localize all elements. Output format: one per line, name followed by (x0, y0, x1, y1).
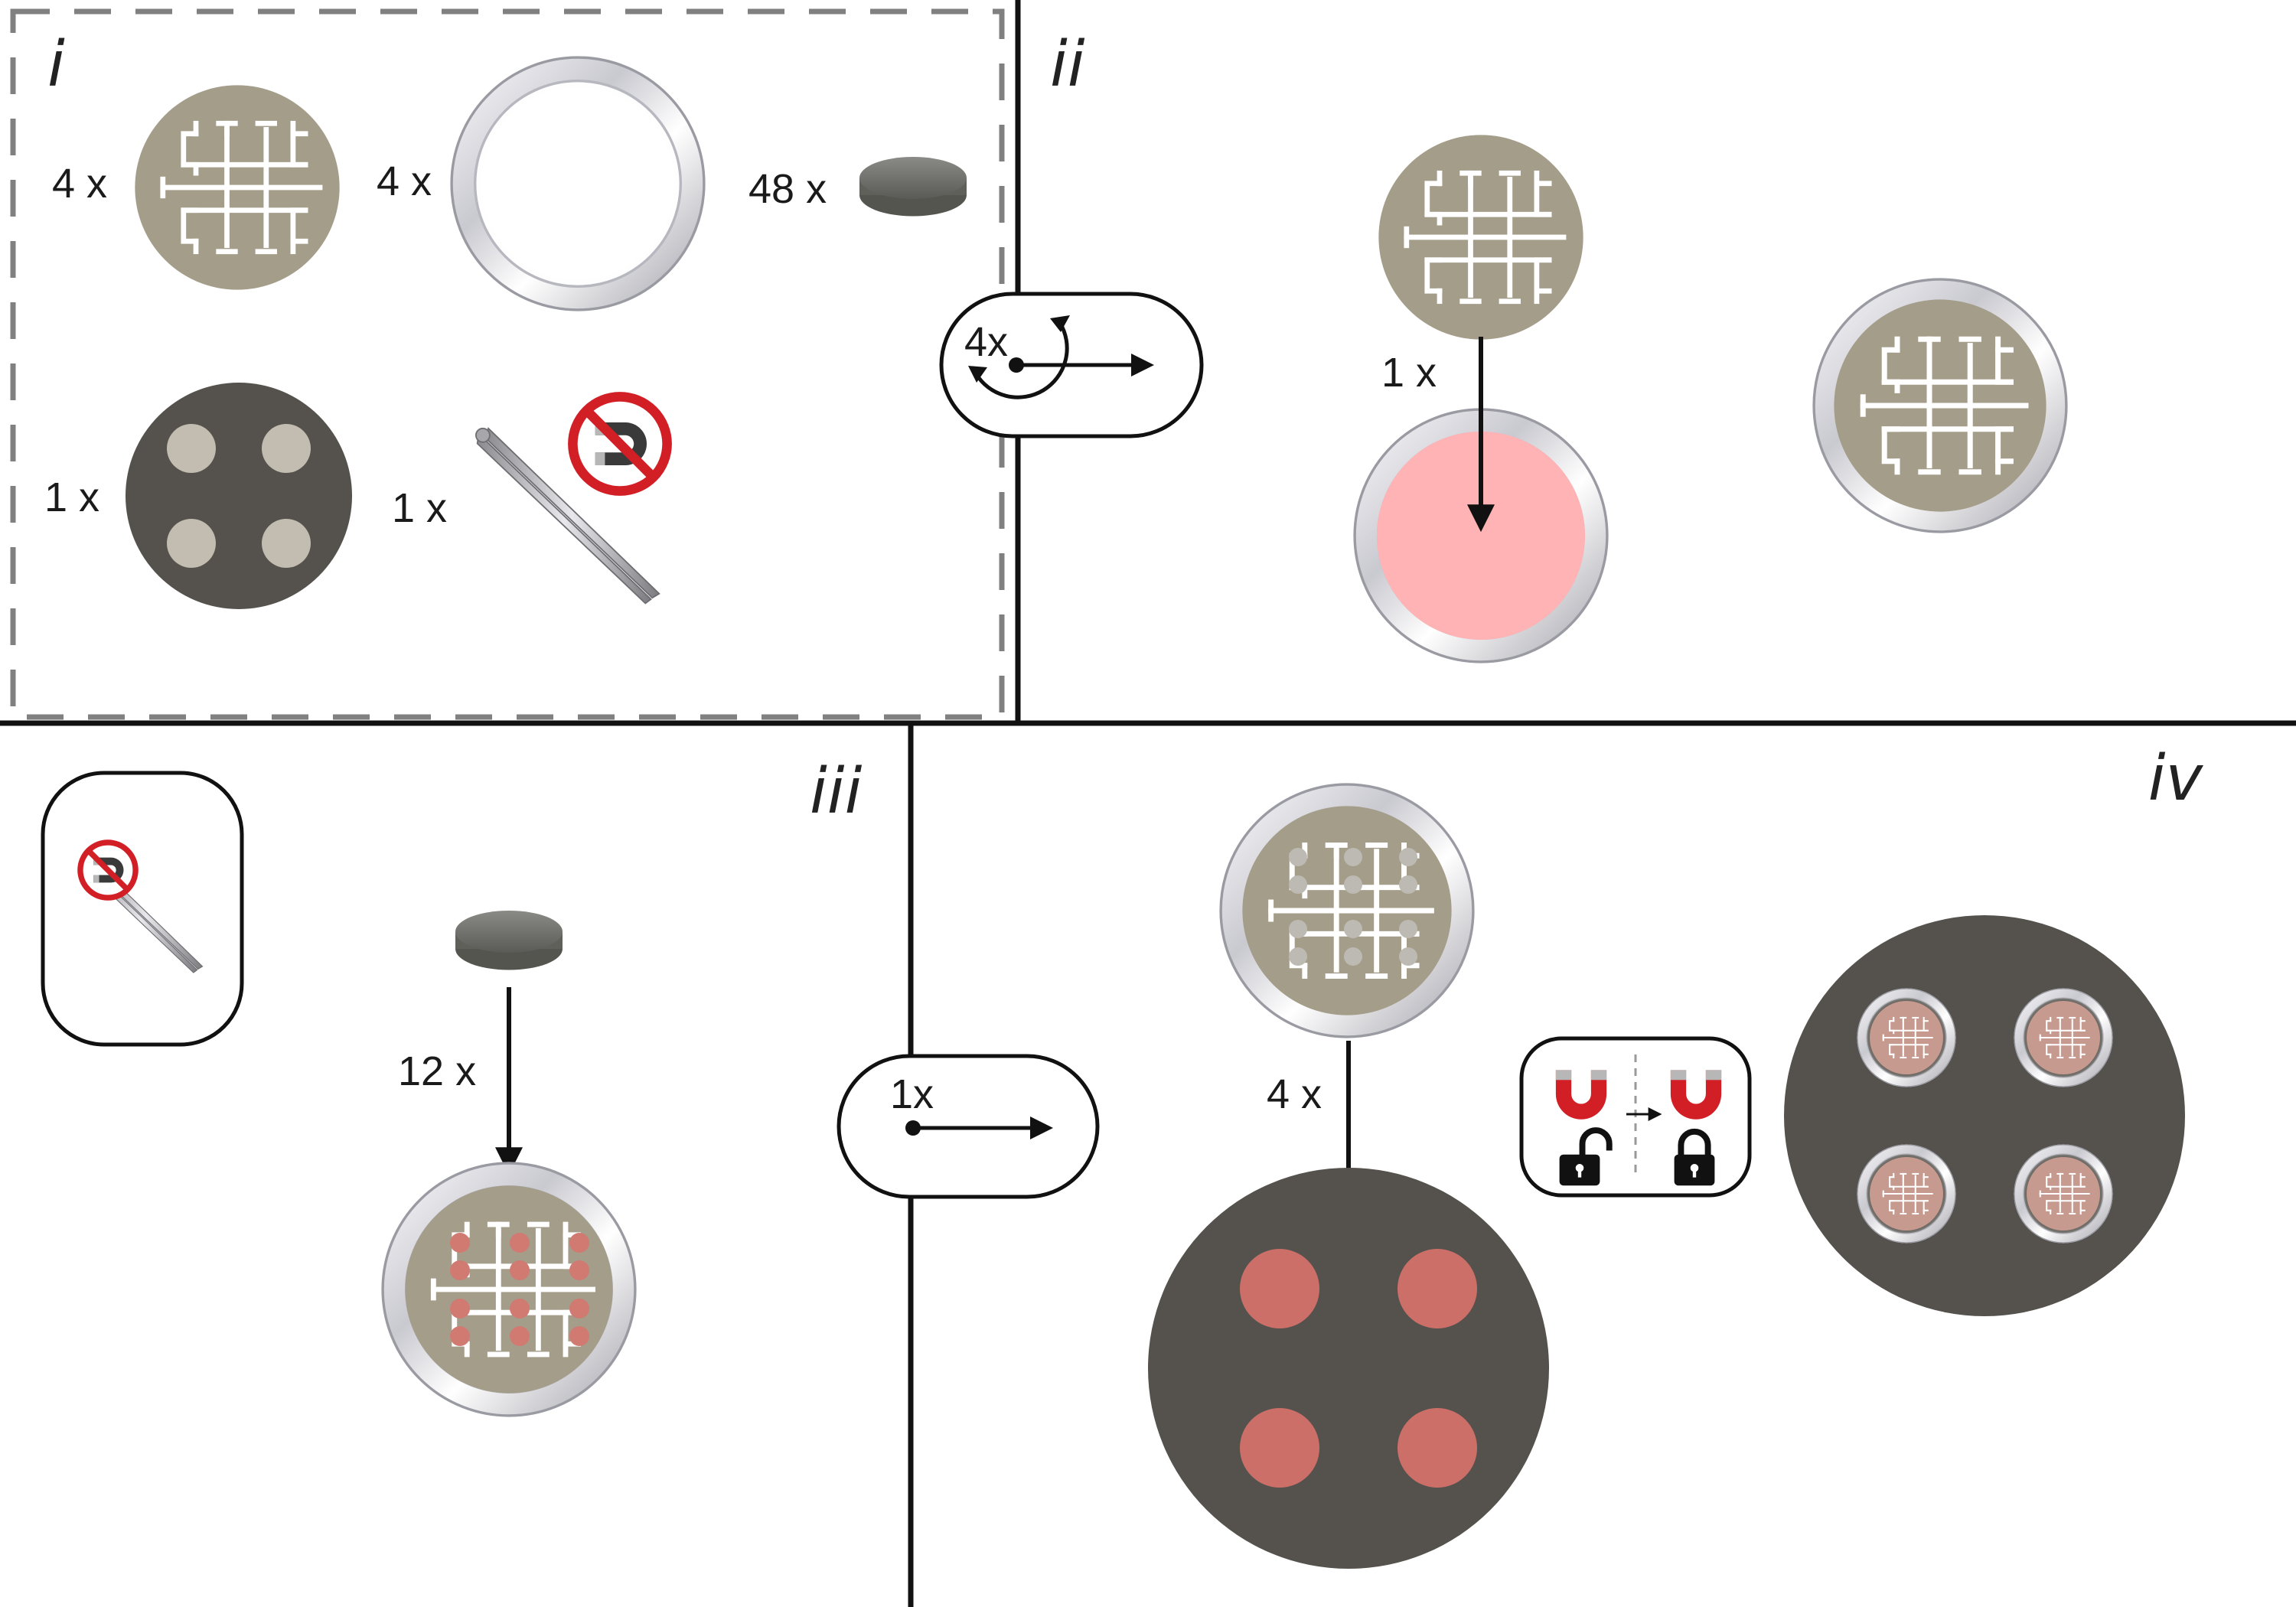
transition-badge-single: 1x (837, 1054, 1100, 1199)
tweezers-count: 1 x (392, 485, 447, 531)
dashed-frame (10, 8, 1005, 720)
magnet-dot (1289, 920, 1307, 938)
magnet-dot (569, 1233, 589, 1253)
repeat-arrow-head-top (1050, 315, 1070, 332)
magnet-dot (1399, 875, 1417, 894)
base-count: 1 x (44, 474, 99, 520)
magnet-count: 48 x (748, 166, 827, 212)
mounted-electrode (1857, 1144, 1955, 1243)
panel-ii: ii 1 x (1050, 28, 2068, 663)
magnet-dot (510, 1260, 530, 1280)
assembled-electrode-ring (1812, 278, 2067, 533)
magnet-dot (569, 1260, 589, 1280)
magnet-dot (569, 1299, 589, 1319)
panel-label-ii: ii (1050, 28, 1085, 101)
magnet-count-iii: 12 x (398, 1048, 476, 1094)
ring-count: 4 x (377, 158, 432, 204)
no-magnet-icon (80, 843, 135, 898)
electrode-count: 4 x (52, 161, 107, 207)
ring-with-solution (1353, 408, 1608, 663)
magnet-dot (450, 1233, 470, 1253)
glass-ring (450, 56, 705, 311)
magnet-dot (1399, 848, 1417, 866)
base-plate (126, 383, 352, 609)
assembled-ring-with-magnets (381, 1162, 636, 1416)
base-slot (262, 424, 311, 473)
base-plate-with-deposits (1148, 1168, 1549, 1569)
magnet-dot (450, 1260, 470, 1280)
transition-badge-repeat: 4x (939, 292, 1204, 438)
base-slot (167, 424, 216, 473)
magnet-dot (1344, 920, 1362, 938)
tweezers-inset (41, 771, 244, 1047)
magnet-dot (450, 1326, 470, 1346)
electrode-disc (1378, 135, 1583, 339)
deposit-spot (1397, 1249, 1477, 1328)
magnet-dot (1289, 947, 1307, 966)
panel-label-iv: iv (2148, 742, 2204, 815)
pink-solution (1377, 432, 1585, 640)
deposit-spot (1397, 1408, 1477, 1488)
panel-label-i: i (47, 28, 65, 101)
mounted-electrode (2014, 988, 2112, 1087)
magnetic-lock-inset (1519, 1036, 1752, 1198)
panel-iv: iv 4 x (1148, 742, 2203, 1569)
assembled-ring-with-grey-magnets (1219, 783, 1474, 1038)
magnet-dot (450, 1299, 470, 1319)
deposit-spot (1240, 1408, 1319, 1488)
mounted-electrode (1857, 988, 1955, 1087)
magnet-dot (1399, 920, 1417, 938)
mounted-electrode (2014, 1144, 2112, 1243)
magnet-dot (510, 1326, 530, 1346)
magnet-dot (1289, 875, 1307, 894)
base-slot (262, 519, 311, 568)
panel-i: i 4 x 4 x 48 x 1 x 1 x (10, 8, 1005, 720)
transition-count-single: 1x (890, 1071, 934, 1117)
magnet-dot (510, 1233, 530, 1253)
no-magnet-icon (572, 396, 667, 491)
magnet-dot (510, 1299, 530, 1319)
magnet-dot (1289, 848, 1307, 866)
magnet-dot (1344, 947, 1362, 966)
repeat-arrow-icon (974, 321, 1069, 399)
electrode-disc (405, 1185, 612, 1393)
magnet-dot (569, 1326, 589, 1346)
electrode-disc (1834, 299, 2046, 511)
magnet-dot (1344, 848, 1362, 866)
electrode-disc (1242, 806, 1451, 1015)
transition-count-repeat: 4x (964, 319, 1008, 365)
magnet-dot (1399, 947, 1417, 966)
panel-iii: iii 12 x (41, 755, 863, 1417)
panel-label-iii: iii (810, 755, 863, 828)
magnet-dot (1344, 875, 1362, 894)
deposit-spot (1240, 1249, 1319, 1328)
drop-count-ii: 1 x (1381, 350, 1437, 396)
drop-count-iv: 4 x (1267, 1071, 1322, 1117)
magnet-disc (455, 911, 563, 970)
base-slot (167, 519, 216, 568)
final-assembly (1784, 915, 2185, 1316)
magnet-disc (859, 157, 967, 217)
repeat-arrow-head (968, 366, 987, 383)
electrode-disc (135, 85, 339, 289)
